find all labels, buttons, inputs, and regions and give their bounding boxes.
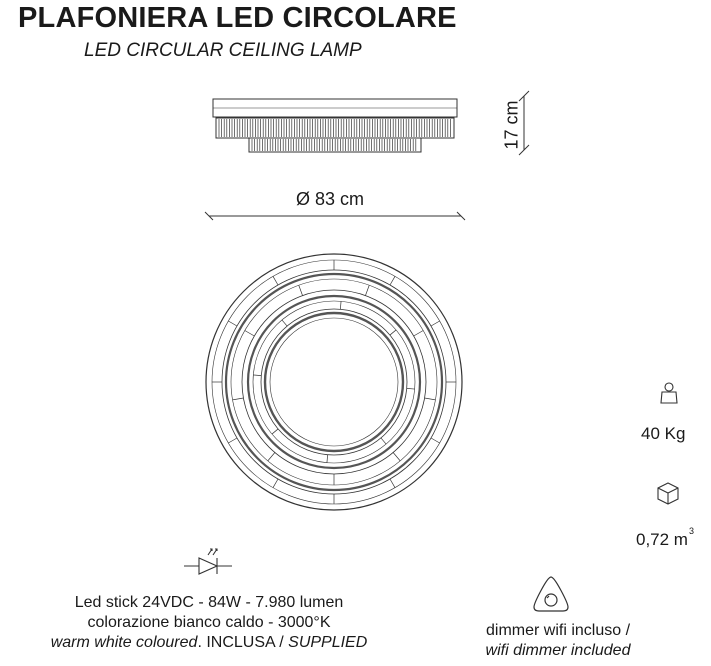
height-dimension-line: [518, 90, 530, 156]
lamp-fins-upper: [218, 119, 451, 137]
dimmer-line-1: dimmer wifi incluso /: [485, 622, 631, 639]
led-spec-text: Led stick 24VDC - 84W - 7.980 lumen colo…: [0, 593, 418, 653]
led-spec-line-3: warm white coloured. INCLUSA / SUPPLIED: [0, 633, 418, 653]
lamp-side-view: [212, 98, 458, 153]
page-subtitle: LED CIRCULAR CEILING LAMP: [84, 40, 362, 61]
dimmer-line-2: wifi dimmer included: [485, 642, 631, 659]
box-cube-icon: [657, 482, 679, 505]
lamp-top-view: [205, 253, 463, 511]
weight-icon: [660, 382, 678, 404]
led-spec-line-1: Led stick 24VDC - 84W - 7.980 lumen: [74, 594, 344, 611]
led-spec-line-2: colorazione bianco caldo - 3000°K: [87, 614, 331, 631]
diameter-label: Ø 83 cm: [296, 189, 365, 209]
weight-value: 40 Kg: [641, 424, 686, 443]
led-included: . INCLUSA /: [197, 634, 289, 651]
diameter-dimension-line: [204, 211, 466, 221]
volume-exponent: 3: [688, 526, 694, 536]
dimmer-text: dimmer wifi incluso / wifi dimmer includ…: [440, 621, 676, 661]
volume-number: 0,72 m: [636, 530, 688, 549]
led-colour-italic: warm white coloured: [50, 634, 198, 651]
lamp-fins-lower: [251, 139, 417, 151]
led-supplied-italic: SUPPLIED: [288, 634, 368, 651]
dimmer-icon: [533, 576, 569, 612]
led-diode-icon: [184, 548, 232, 575]
page-title: PLAFONIERA LED CIRCOLARE: [18, 2, 457, 34]
height-label: 17 cm: [501, 100, 522, 150]
volume-value: 0,72 m3: [636, 526, 694, 550]
